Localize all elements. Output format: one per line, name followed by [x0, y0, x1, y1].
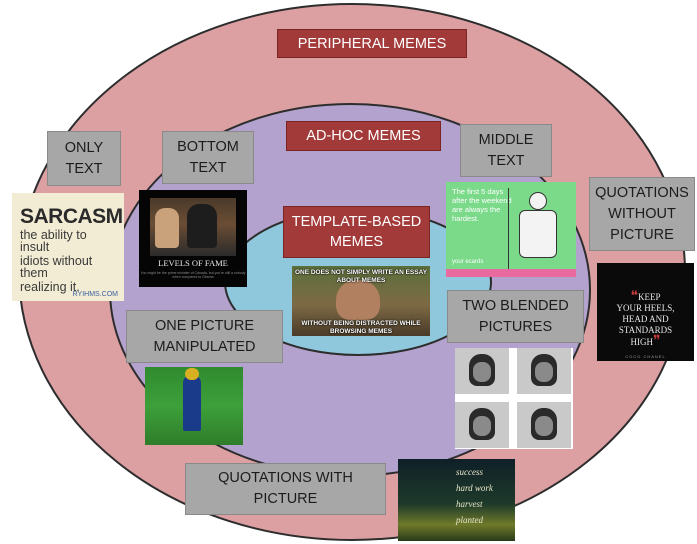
- boromir-face: [336, 280, 380, 320]
- sarcasm-meme-image: SARCASM: the ability to insult idiots wi…: [12, 193, 124, 301]
- ecard-logo: your ecards: [452, 259, 484, 265]
- bottom-text-label: BOTTOM TEXT: [162, 131, 254, 184]
- fame-person-1: [155, 208, 179, 248]
- collage-tile: [455, 402, 509, 448]
- ecard-head: [529, 192, 547, 210]
- template-based-memes-title: TEMPLATE-BASED MEMES: [283, 206, 430, 258]
- sarcasm-line: the ability to insult: [20, 228, 87, 254]
- middle-text-label: MIDDLE TEXT: [460, 124, 552, 177]
- ad-hoc-memes-title: AD-HOC MEMES: [286, 121, 441, 151]
- ecard-illustration: [508, 188, 571, 270]
- ecard-text: The first 5 days after the weekend are a…: [452, 187, 512, 223]
- one-does-not-simply-image: ONE DOES NOT SIMPLY WRITE AN ESSAY ABOUT…: [292, 266, 430, 336]
- quotations-with-picture-label: QUOTATIONS WITH PICTURE: [185, 463, 386, 515]
- collage-face: [535, 416, 553, 436]
- fame-subcaption: You might be the prime minister of Canad…: [140, 271, 246, 279]
- collage-tile: [517, 402, 571, 448]
- heels-line: STANDARDS: [618, 325, 673, 335]
- player-figure: [183, 375, 201, 431]
- ecard-body: [519, 210, 557, 258]
- meme-top-text: ONE DOES NOT SIMPLY WRITE AN ESSAY ABOUT…: [294, 269, 428, 284]
- blended-faces-collage: [455, 348, 573, 449]
- heels-line: YOUR HEELS,: [616, 303, 675, 313]
- success-word: harvest: [456, 499, 483, 509]
- success-word: hard work: [456, 483, 493, 493]
- collage-face: [473, 362, 491, 382]
- player-head: [185, 368, 199, 380]
- fame-caption: LEVELS OF FAME: [158, 258, 228, 268]
- collage-face: [473, 416, 491, 436]
- one-picture-manipulated-label: ONE PICTURE MANIPULATED: [126, 310, 283, 363]
- quote-mark-icon: ❞: [652, 334, 661, 349]
- sarcasm-line: idiots without them: [20, 254, 93, 280]
- heels-author: COCO CHANEL: [625, 354, 666, 359]
- peripheral-memes-title: PERIPHERAL MEMES: [277, 29, 467, 58]
- keep-your-heels-quote-image: ❝KEEP YOUR HEELS, HEAD AND STANDARDS HIG…: [597, 263, 694, 361]
- two-blended-pictures-label: TWO BLENDED PICTURES: [447, 290, 584, 343]
- sarcasm-logo: RYIHMS.COM: [72, 291, 118, 298]
- sarcasm-line: realizing it.: [20, 280, 80, 294]
- success-word: planted: [456, 515, 483, 525]
- quote-mark-icon: ❝: [630, 289, 639, 304]
- ecard-image: The first 5 days after the weekend are a…: [446, 182, 576, 277]
- only-text-label: ONLY TEXT: [47, 131, 121, 186]
- collage-tile: [517, 348, 571, 394]
- success-word: success: [456, 467, 483, 477]
- collage-face: [535, 362, 553, 382]
- quotations-without-picture-label: QUOTATIONS WITHOUT PICTURE: [589, 177, 695, 251]
- meme-bottom-text: WITHOUT BEING DISTRACTED WHILE BROWSING …: [301, 320, 421, 335]
- heels-line: HIGH❞: [630, 334, 661, 349]
- heels-line: HEAD AND: [622, 314, 669, 324]
- sarcasm-heading: SARCASM:: [20, 205, 124, 228]
- heels-line: ❝KEEP: [630, 289, 661, 304]
- levels-of-fame-image: LEVELS OF FAME You might be the prime mi…: [139, 190, 247, 287]
- ecard-footer: [446, 269, 576, 277]
- fame-person-2: [187, 204, 217, 248]
- football-player-image: [145, 367, 243, 445]
- collage-tile: [455, 348, 509, 394]
- success-quote-image: success hard work harvest planted: [398, 459, 515, 541]
